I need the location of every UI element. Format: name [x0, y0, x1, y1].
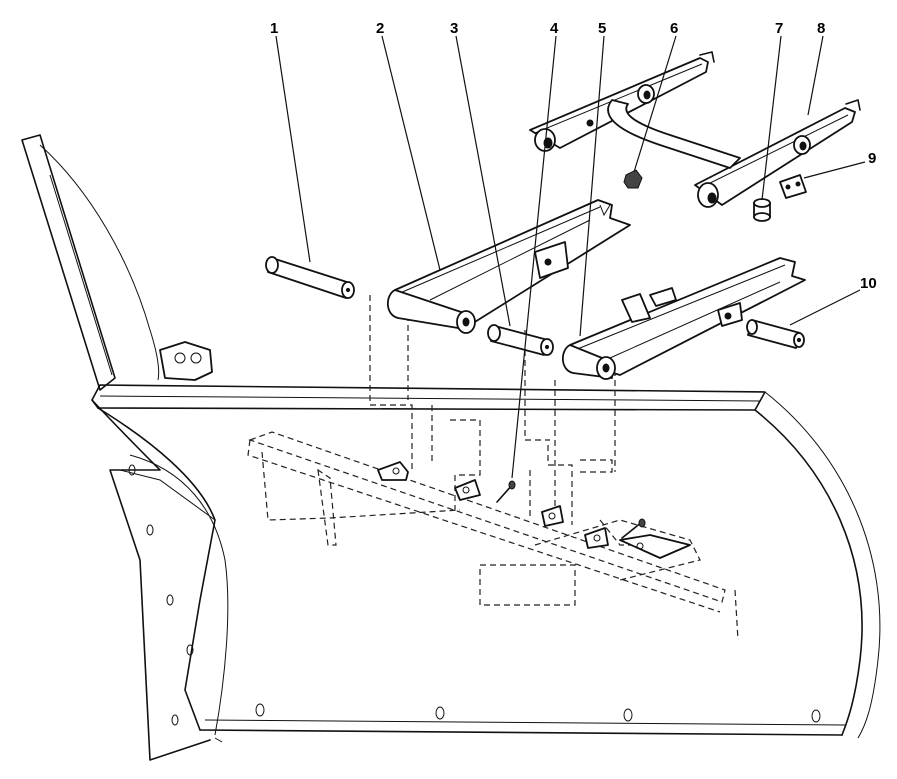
callout-2: 2 [376, 20, 384, 37]
part-1-pin [265, 256, 355, 299]
edge-bolt-holes [255, 703, 821, 723]
callout-4: 4 [550, 20, 559, 37]
left-hinge-bracket [159, 341, 213, 381]
part-9-plate [779, 174, 807, 199]
callout-10: 10 [860, 275, 877, 292]
part-7-bushing [753, 198, 771, 222]
hidden-mounting-frame [247, 295, 739, 641]
callout-1: 1 [270, 20, 278, 37]
part-5-arm [561, 257, 806, 380]
callout-6: 6 [670, 20, 678, 37]
part-8-frame [529, 51, 861, 208]
leader-lines [275, 35, 866, 479]
wing-bolt-holes [128, 464, 194, 726]
part-2-arm [386, 199, 631, 334]
callout-labels: 1 2 3 4 5 6 7 8 9 10 [270, 20, 877, 292]
part-3-pin [487, 324, 554, 356]
part-10-pin [746, 319, 805, 349]
callout-5: 5 [598, 20, 606, 37]
plow-blade [21, 134, 881, 761]
callout-9: 9 [868, 150, 876, 167]
callout-7: 7 [775, 20, 783, 37]
callout-8: 8 [817, 20, 825, 37]
callout-3: 3 [450, 20, 458, 37]
part-6-nut [623, 169, 643, 189]
